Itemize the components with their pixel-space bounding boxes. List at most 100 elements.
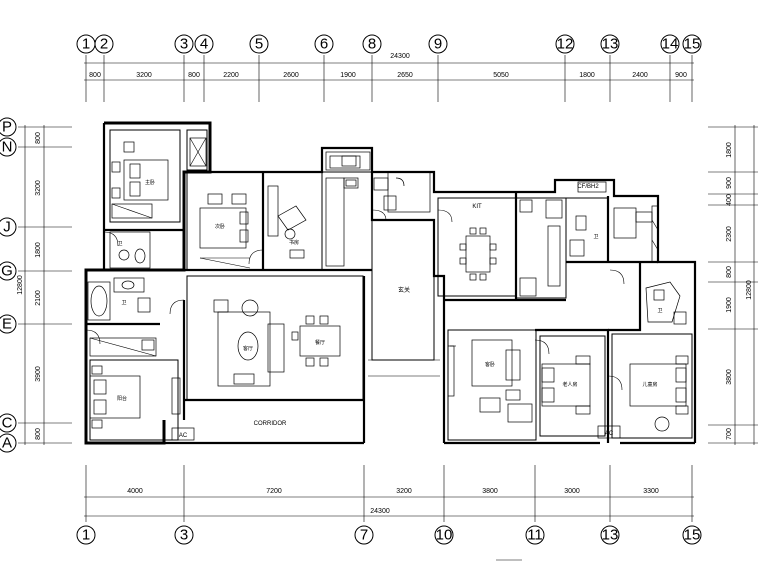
bath-2: 卫 CF/BH2 xyxy=(569,181,607,257)
svg-text:卫: 卫 xyxy=(593,234,598,240)
chair xyxy=(123,141,135,153)
bed-5: 儿童房 xyxy=(629,355,689,432)
axis-bubble-top-6: 6 xyxy=(314,34,334,54)
axis-bubble-top-9: 9 xyxy=(428,34,448,54)
svg-text:卫: 卫 xyxy=(657,308,662,314)
corridor-box xyxy=(387,171,431,213)
svg-text:E: E xyxy=(2,316,12,333)
top-dimensions: 24300 800 3200 800 2200 2600 1900 2650 5… xyxy=(84,53,694,102)
right-dim: 400 xyxy=(726,194,733,206)
svg-text:客卧: 客卧 xyxy=(485,361,495,368)
wardrobe xyxy=(111,203,153,219)
svg-text:14: 14 xyxy=(662,36,679,53)
axis-bubble-top-8: 8 xyxy=(362,34,382,54)
kitchen-2 xyxy=(519,199,563,297)
interior-walls xyxy=(86,129,693,443)
svg-text:KIT: KIT xyxy=(472,204,482,210)
svg-text:7: 7 xyxy=(360,527,368,544)
bottom-dim: 3800 xyxy=(482,488,498,495)
entry-label: 玄关 xyxy=(398,286,410,294)
svg-text:11: 11 xyxy=(527,527,543,544)
right-total-dim: 12800 xyxy=(746,280,753,300)
axis-bubble-left-E: E xyxy=(0,314,17,334)
axis-bubble-top-15: 15 xyxy=(682,34,702,54)
axis-bubble-top-14: 14 xyxy=(660,34,680,54)
exterior-walls xyxy=(84,121,697,445)
corridor-label: CORRIDOR xyxy=(254,421,287,427)
axis-bubble-top-2: 2 xyxy=(94,34,114,54)
left-dim: 1800 xyxy=(35,242,42,258)
top-dim: 2200 xyxy=(223,72,239,79)
top-axis-bubbles: 1 2 3 4 5 6 8 9 12 13 14 15 xyxy=(76,34,702,54)
svg-text:P: P xyxy=(2,119,12,136)
top-dim: 3200 xyxy=(136,72,152,79)
svg-text:3: 3 xyxy=(180,527,188,544)
svg-text:1: 1 xyxy=(82,36,90,53)
svg-text:5: 5 xyxy=(255,36,263,53)
bath-4: 卫 xyxy=(87,277,151,321)
axis-bubble-top-3: 3 xyxy=(174,34,194,54)
axis-bubble-top-12: 12 xyxy=(555,34,575,54)
svg-text:主卧: 主卧 xyxy=(145,179,155,186)
top-dim: 800 xyxy=(188,72,200,79)
svg-text:AC: AC xyxy=(605,431,614,437)
small-room-right xyxy=(613,205,659,263)
top-dim: 1800 xyxy=(579,72,595,79)
axis-bubble-left-C: C xyxy=(0,413,17,433)
bottom-dim: 4000 xyxy=(127,488,143,495)
bottom-total-dim: 24300 xyxy=(370,508,390,515)
bath-1: 卫 xyxy=(109,231,151,269)
axis-bubble-top-4: 4 xyxy=(194,34,214,54)
svg-text:书房: 书房 xyxy=(289,239,299,246)
axis-bubble-bottom-15: 15 xyxy=(682,525,702,545)
svg-text:1: 1 xyxy=(82,527,90,544)
left-total-dim: 12800 xyxy=(17,275,24,295)
top-dim: 1900 xyxy=(340,72,356,79)
svg-text:J: J xyxy=(3,219,11,236)
svg-text:客厅: 客厅 xyxy=(243,345,253,352)
right-dim: 800 xyxy=(726,266,733,278)
dining-table: KIT xyxy=(459,204,497,281)
bed-2: 次卧 xyxy=(199,193,251,269)
svg-text:CF/BH2: CF/BH2 xyxy=(577,184,599,190)
svg-text:老人房: 老人房 xyxy=(562,381,577,388)
svg-text:10: 10 xyxy=(436,527,453,544)
bottom-dim: 3200 xyxy=(396,488,412,495)
left-dim: 800 xyxy=(35,428,42,440)
axis-bubble-bottom-10: 10 xyxy=(434,525,454,545)
ac-unit-right: AC xyxy=(597,425,621,439)
bottom-dimensions: 4000 7200 3200 3800 3000 3300 24300 xyxy=(84,465,694,522)
axis-bubble-left-G: G xyxy=(0,261,17,281)
axis-bubble-left-J: J xyxy=(0,217,17,237)
bottom-axis-bubbles: 1 3 7 10 11 13 15 xyxy=(76,525,702,545)
ac-unit-left: AC xyxy=(171,427,195,441)
top-dim: 5050 xyxy=(493,72,509,79)
svg-text:15: 15 xyxy=(684,36,701,53)
svg-text:12: 12 xyxy=(557,36,574,53)
svg-text:2: 2 xyxy=(100,36,108,53)
living-furniture: 客厅 餐厅 xyxy=(213,299,341,387)
svg-text:N: N xyxy=(2,139,13,156)
svg-text:C: C xyxy=(2,415,13,432)
svg-text:阳台: 阳台 xyxy=(117,395,127,402)
left-dim: 3900 xyxy=(35,366,42,382)
right-dim: 2300 xyxy=(726,226,733,242)
top-dim: 2650 xyxy=(397,72,413,79)
right-dim: 1900 xyxy=(726,297,733,313)
left-dimensions: 12800 800 3200 1800 2100 3900 800 xyxy=(17,125,72,445)
bed-1: 主卧 xyxy=(111,159,169,201)
top-dim: 900 xyxy=(675,72,687,79)
axis-bubble-bottom-3: 3 xyxy=(174,525,194,545)
bath-3: 卫 xyxy=(645,281,687,325)
axis-bubble-left-A: A xyxy=(0,433,17,453)
svg-text:卫: 卫 xyxy=(117,241,122,247)
svg-text:A: A xyxy=(2,435,12,452)
kitchen-fixtures xyxy=(325,151,397,267)
svg-text:4: 4 xyxy=(200,36,208,53)
svg-text:9: 9 xyxy=(434,36,442,53)
doors xyxy=(85,209,625,391)
svg-text:15: 15 xyxy=(684,527,701,544)
closet xyxy=(189,137,207,167)
balcony-unit xyxy=(329,155,361,169)
